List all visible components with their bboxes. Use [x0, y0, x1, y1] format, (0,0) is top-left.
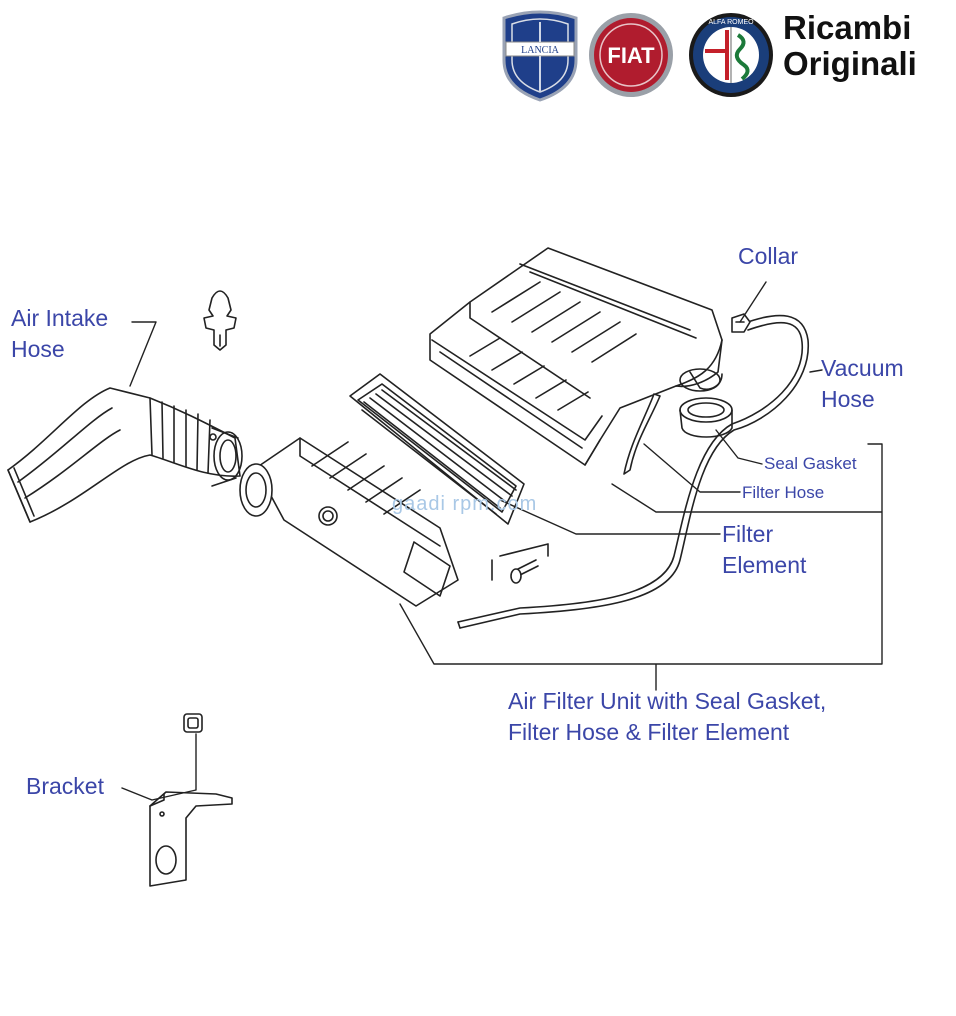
label-air-filter-unit: Air Filter Unit with Seal Gasket, Filter… — [508, 688, 827, 746]
leader-air-intake-hose — [129, 321, 157, 387]
svg-text:FIAT: FIAT — [607, 43, 655, 68]
brand-title: Ricambi Originali — [783, 10, 917, 81]
svg-text:ALFA ROMEO: ALFA ROMEO — [708, 19, 754, 26]
watermark: gaadi rpm.com — [392, 493, 538, 515]
air-filter-lower-housing — [239, 437, 459, 607]
brand-logos: LANCIA FIAT ALFA ROMEO — [502, 10, 773, 102]
leader-collar — [739, 281, 767, 323]
collar-clamp — [731, 313, 751, 333]
air-filter-upper-housing — [429, 247, 723, 466]
brand-line-1: Ricambi — [783, 9, 912, 46]
leader-bracket — [121, 733, 197, 801]
screw — [491, 543, 549, 584]
label-bracket: Bracket — [26, 773, 104, 799]
label-filter-hose: Filter Hose — [742, 483, 825, 502]
leader-filter-hose — [643, 443, 741, 493]
filter-hose — [623, 393, 661, 475]
leader-air-filter-unit — [399, 443, 883, 691]
leader-filter-element — [499, 499, 721, 535]
lancia-logo: LANCIA — [502, 10, 578, 102]
svg-text:LANCIA: LANCIA — [521, 45, 560, 56]
label-seal-gasket: Seal Gasket — [764, 454, 857, 473]
seal-gasket — [679, 397, 733, 438]
label-filter-element: Filter Element — [722, 521, 807, 579]
leader-vacuum-hose — [809, 369, 823, 373]
label-air-intake-hose: Air Intake Hose — [11, 305, 109, 363]
mounting-stud — [203, 290, 237, 351]
vacuum-hose — [457, 314, 809, 629]
brand-line-2: Originali — [783, 44, 917, 82]
leader-lines — [121, 281, 883, 801]
label-collar: Collar — [738, 243, 799, 269]
fiat-logo: FIAT — [589, 13, 673, 97]
label-vacuum-hose: Vacuum Hose — [821, 355, 904, 413]
filter-element — [349, 373, 525, 525]
air-intake-hose — [7, 387, 243, 523]
alfa-romeo-logo: ALFA ROMEO — [689, 13, 773, 97]
leader-seal-gasket — [715, 429, 763, 465]
bracket — [149, 713, 233, 887]
